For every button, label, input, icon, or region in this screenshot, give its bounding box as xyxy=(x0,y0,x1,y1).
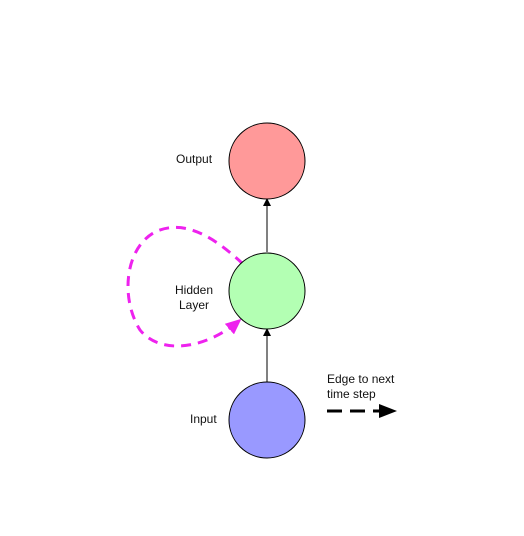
hidden-label-line1: Hidden xyxy=(174,283,214,297)
legend-line1: Edge to next xyxy=(327,372,395,386)
legend-label: Edge to next time step xyxy=(327,372,394,402)
input-node xyxy=(228,381,306,459)
hidden-layer-label: Hidden Layer xyxy=(172,283,216,313)
output-label: Output xyxy=(176,152,213,166)
recurrent-edge xyxy=(126,226,245,348)
hidden-node xyxy=(228,252,306,330)
output-node xyxy=(228,122,306,200)
hidden-label-line2: Layer xyxy=(178,298,210,312)
input-label: Input xyxy=(190,412,217,426)
legend-line2: time step xyxy=(327,387,376,401)
